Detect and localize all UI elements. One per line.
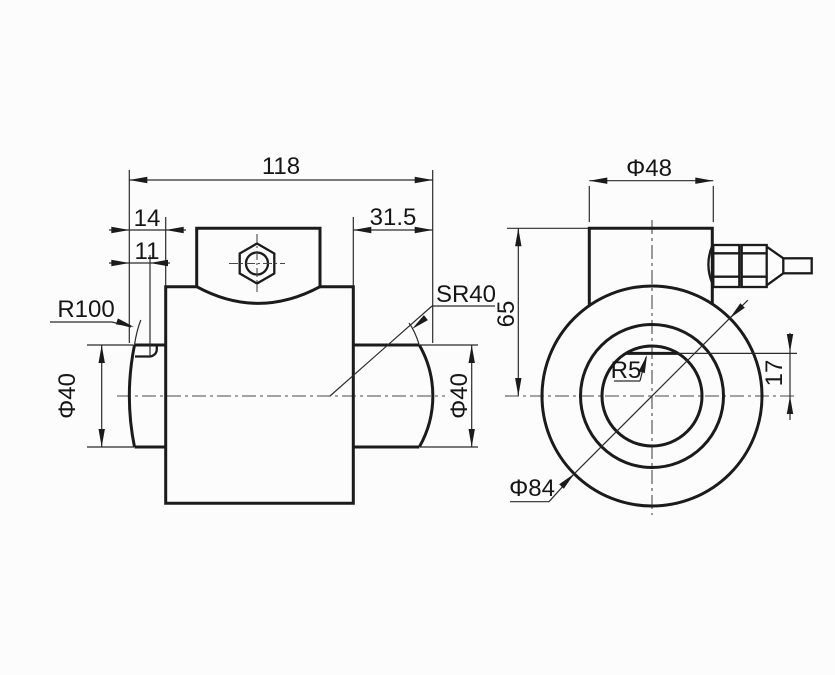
- gland-nut-1: [712, 243, 741, 289]
- dim-center-height: 65: [493, 301, 520, 328]
- front-view: Φ48 65 R5 17 Φ84: [493, 155, 813, 515]
- arrowhead: [515, 228, 522, 247]
- leader-sr40: [329, 305, 433, 397]
- gland-taper-bottom: [766, 272, 784, 287]
- dim-keyway-height: 17: [761, 360, 788, 387]
- hex-nut: [229, 234, 285, 292]
- arrowhead-sr40: [412, 315, 428, 329]
- left-face-arc-overshoot: [133, 319, 142, 346]
- label-sphere-radius: SR40: [436, 281, 496, 308]
- arrowhead: [98, 345, 105, 363]
- side-view: 118 14 11 31.5 R100 SR40 Φ40 Φ40: [50, 153, 496, 505]
- arrowhead-phi84: [559, 473, 575, 489]
- dim-right-boss-length: 31.5: [370, 204, 417, 231]
- gland-cable-stub: [782, 257, 813, 275]
- body-circle-phi84: [540, 284, 764, 508]
- dim-left-offset-inner: 11: [135, 238, 160, 265]
- top-block-bottom-arc: [195, 285, 321, 305]
- left-boss: [127, 319, 166, 449]
- label-left-face-radius: R100: [57, 296, 114, 323]
- label-keyway-radius: R5: [611, 357, 642, 384]
- arrowhead: [129, 176, 148, 184]
- sphere-arc-overshoot: [408, 322, 420, 346]
- dim-right-boss-diameter: Φ40: [446, 373, 473, 419]
- arrowhead: [515, 378, 522, 396]
- cable-gland: [707, 243, 813, 289]
- top-block-outline: [195, 226, 322, 287]
- gland-taper-top: [766, 245, 784, 260]
- hex-nut-outline: [238, 242, 276, 285]
- arrowhead: [165, 226, 184, 234]
- left-boss-notch: [135, 345, 158, 358]
- arrowhead: [98, 429, 105, 447]
- arrowhead-phi84: [729, 303, 745, 319]
- dim-top-boss-diameter: Φ48: [626, 155, 672, 182]
- label-body-diameter: Φ84: [509, 475, 555, 502]
- arrowhead: [111, 226, 130, 234]
- dim-total-length: 118: [262, 153, 300, 180]
- sphere-face-arc: [417, 344, 435, 448]
- bore-circle-phi40: [600, 344, 704, 448]
- arrowhead-r100: [115, 318, 134, 327]
- arrowhead: [695, 177, 714, 184]
- arrowhead-r5: [638, 355, 647, 374]
- diameter-line-phi84: [573, 299, 749, 475]
- arrowhead: [468, 429, 475, 447]
- left-boss-face-arc: [127, 344, 136, 448]
- arrowhead: [150, 259, 168, 267]
- arrowhead: [353, 226, 372, 234]
- gland-base-cap: [707, 245, 714, 284]
- dim-left-offset-outer: 14: [134, 205, 161, 232]
- arrowhead: [786, 334, 794, 352]
- main-body-outline: [164, 285, 355, 505]
- arrowhead: [414, 226, 433, 234]
- arrowhead: [589, 177, 608, 184]
- arrowhead: [468, 345, 475, 363]
- gland-nut-2: [740, 243, 768, 289]
- dim-left-boss-diameter: Φ40: [54, 373, 81, 419]
- right-boss: [353, 322, 435, 449]
- arrowhead: [786, 396, 794, 414]
- arrowhead: [414, 176, 433, 184]
- arrowhead: [111, 259, 130, 267]
- middle-circle: [579, 323, 725, 469]
